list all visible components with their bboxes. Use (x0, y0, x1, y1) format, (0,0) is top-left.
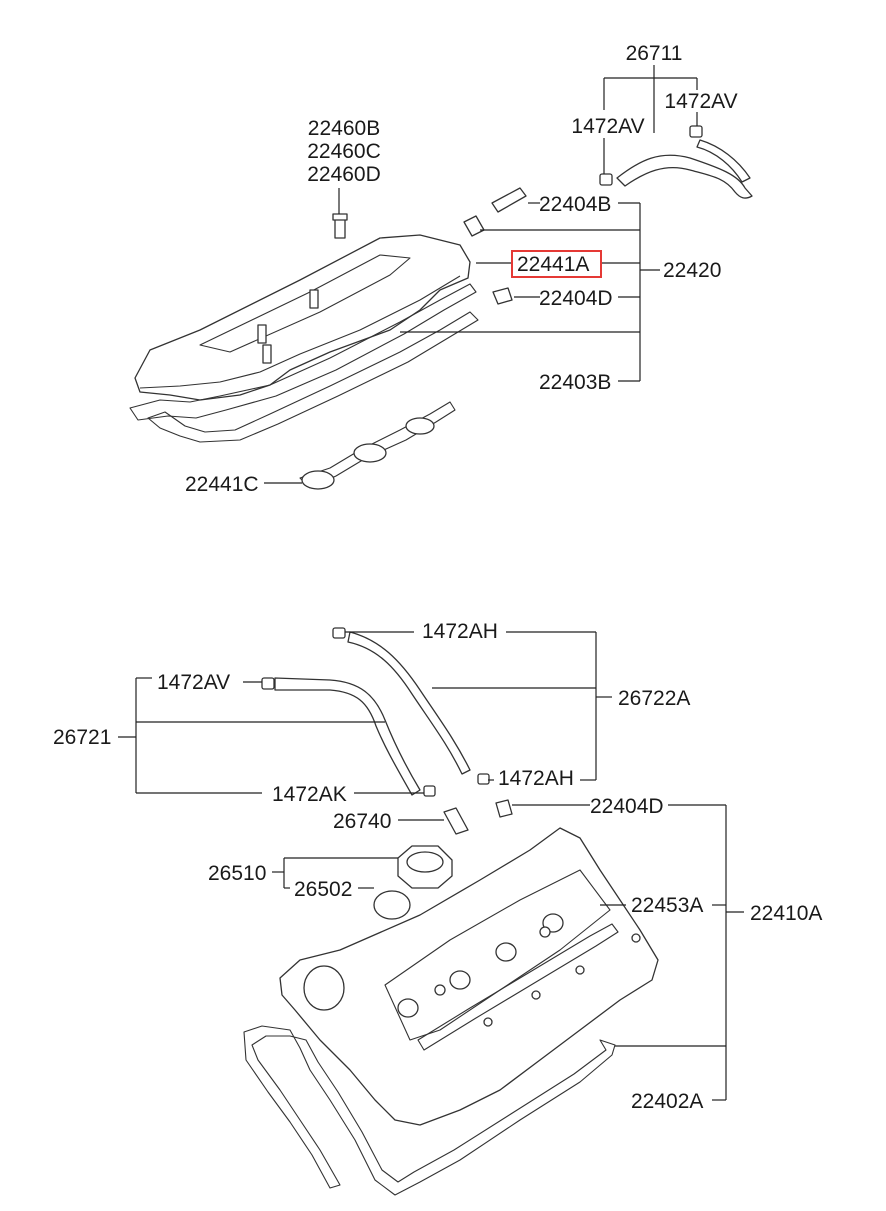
label-22410a: 22410A (750, 902, 822, 925)
label-1472av-right: 1472AV (664, 90, 737, 113)
label-26740: 26740 (333, 810, 391, 833)
label-22453a: 22453A (631, 894, 703, 917)
label-22404d-top: 22404D (539, 287, 613, 310)
label-22403b: 22403B (539, 371, 611, 394)
label-1472ah-top: 1472AH (422, 620, 498, 643)
hose-26722a (332, 627, 490, 785)
highlight-box-22441a (511, 250, 602, 278)
label-1472av-bottom: 1472AV (157, 671, 230, 694)
label-26722a: 26722A (618, 687, 690, 710)
label-26510: 26510 (208, 862, 266, 885)
gasket-22453a (417, 923, 619, 1051)
pcv-valve-26740 (443, 807, 469, 835)
label-1472av-left: 1472AV (571, 115, 644, 138)
label-22404b: 22404B (539, 193, 611, 216)
label-22441a: 22441A (517, 253, 589, 276)
top-leader-lines (264, 65, 698, 484)
breather-hose-26711 (599, 125, 753, 199)
rocker-cover-upper (134, 234, 471, 401)
cap-gasket-26502 (373, 890, 411, 920)
bolt-22460 (332, 213, 348, 239)
label-26711: 26711 (626, 42, 683, 65)
label-1472ah-bottom: 1472AH (498, 767, 574, 790)
label-26502: 26502 (294, 878, 352, 901)
label-22420: 22420 (663, 259, 721, 282)
bottom-leader-lines (118, 631, 744, 1101)
hose-26721 (261, 677, 436, 797)
gasket-22402a (243, 1025, 616, 1196)
plug-22404d-top (492, 287, 513, 305)
pcv-fitting-22404b (463, 187, 527, 237)
plug-seal-22441c (299, 401, 456, 490)
plug-22404d-bottom (495, 799, 513, 818)
gasket-22441a (129, 283, 477, 421)
label-22460b: 22460B (308, 117, 380, 140)
label-22460c: 22460C (307, 140, 381, 163)
gasket-22403b (147, 311, 479, 443)
label-22404d-bottom: 22404D (590, 795, 664, 818)
label-22441c: 22441C (185, 473, 259, 496)
label-26721: 26721 (53, 726, 111, 749)
label-22460d: 22460D (307, 163, 381, 186)
label-1472ak: 1472AK (272, 783, 347, 806)
top-assembly: 26711 1472AV 1472AV 22460B 22460C 22460D… (129, 42, 753, 496)
bottom-assembly: 1472AH 26722A 1472AV 26721 1472AK 1472AH… (53, 620, 822, 1196)
label-22402a: 22402A (631, 1090, 703, 1113)
rocker-cover-22410a (279, 827, 659, 1126)
oil-filler-cap-26510 (397, 845, 453, 889)
